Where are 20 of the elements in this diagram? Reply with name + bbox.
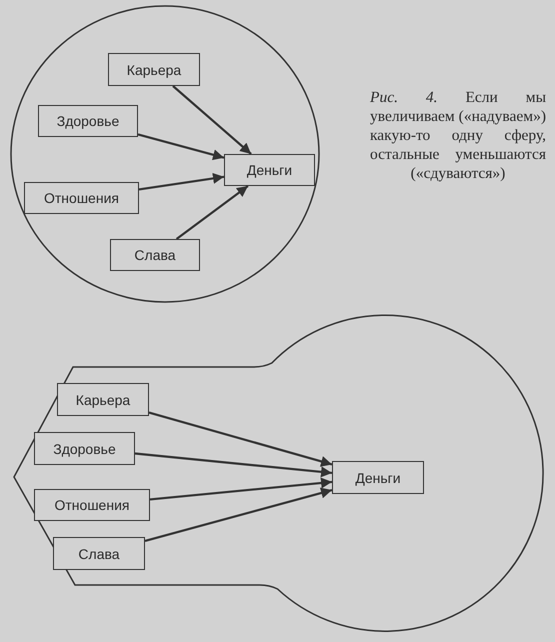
figure-caption: Рис. 4. Если мы увеличиваем («надуваем») какую-то одну сферу, остальные уменьшаются («сдуваются») xyxy=(370,88,546,183)
label-box: Деньги xyxy=(332,461,424,494)
label-box: Отношения xyxy=(24,182,139,214)
label-box: Карьера xyxy=(108,53,200,86)
circle-outline xyxy=(10,5,320,303)
arrow xyxy=(148,411,332,467)
arrow xyxy=(176,185,249,240)
arrow xyxy=(138,172,224,191)
label-box: Здоровье xyxy=(34,432,135,465)
arrow xyxy=(134,452,332,478)
label-box: Здоровье xyxy=(38,105,138,137)
label-box: Отношения xyxy=(34,489,150,521)
label-box: Карьера xyxy=(57,383,149,416)
arrow xyxy=(150,478,332,501)
arrow xyxy=(138,133,224,160)
label-box: Слава xyxy=(110,239,200,271)
label-box: Деньги xyxy=(224,154,315,186)
arrow xyxy=(144,488,332,542)
arrow xyxy=(172,85,252,155)
label-box: Слава xyxy=(53,537,145,570)
